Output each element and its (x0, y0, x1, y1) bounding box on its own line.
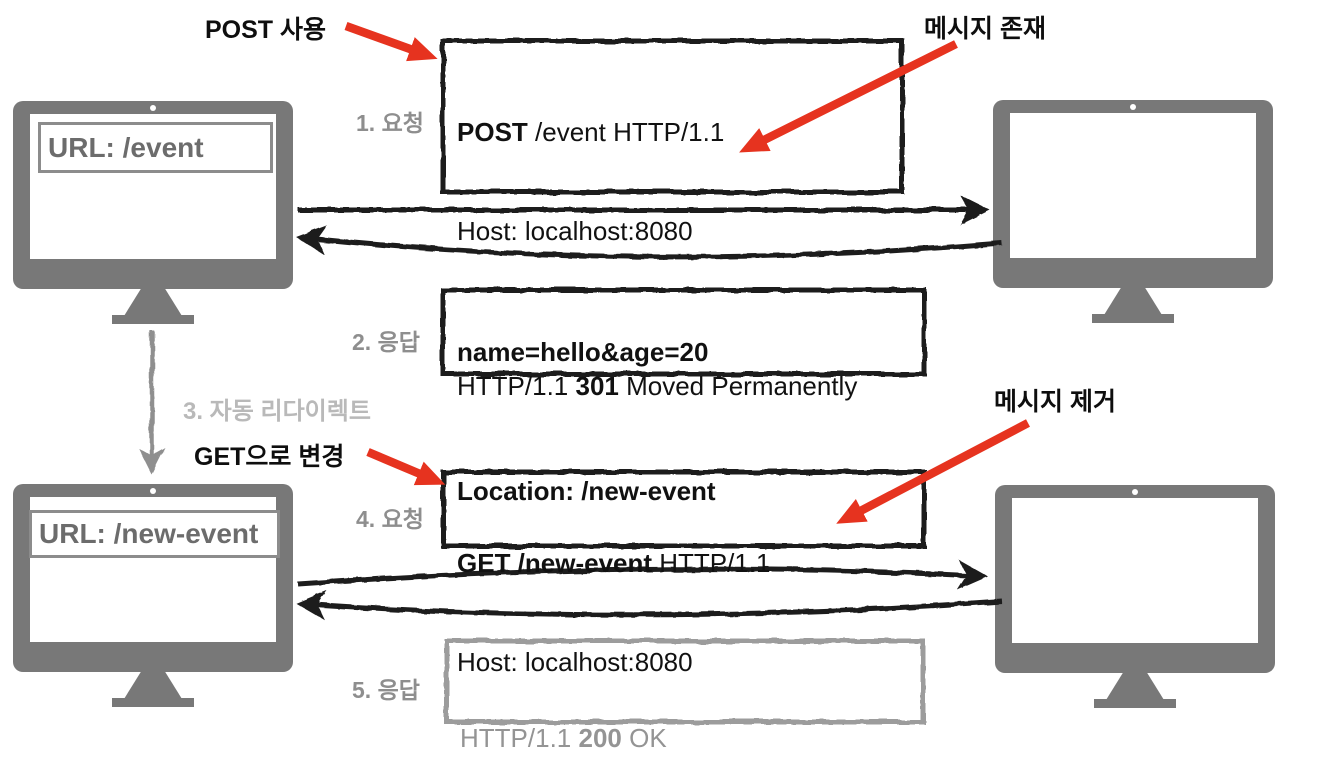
client-monitor-bottom: URL: /new-event (13, 484, 293, 707)
url-bar-event: URL: /event (38, 122, 273, 173)
get-change-arrow (366, 448, 446, 486)
http-request2-box-border (440, 469, 927, 549)
camera-dot-icon (150, 105, 156, 111)
request2-start-line: GET /new-event HTTP/1.1 (457, 548, 771, 578)
response-arrow-top (296, 225, 1003, 260)
step-1-request-label: 1. 요청 (356, 110, 424, 136)
camera-dot-icon (150, 488, 156, 494)
step-5-response-label: 5. 응답 (352, 677, 420, 703)
step-2-response-label: 2. 응답 (352, 329, 420, 355)
request1-body: name=hello&age=20 (457, 337, 709, 367)
label-message-exists: 메시지 존재 (924, 15, 1046, 43)
http-response2-box-border (444, 638, 926, 725)
label-post-usage: POST 사용 (205, 16, 327, 44)
message-exists-arrow (739, 40, 958, 153)
request1-start-line: POST /event HTTP/1.1 (457, 117, 725, 147)
http-request1-box-border (440, 38, 905, 195)
http-request1-text: POST /event HTTP/1.1 Host: localhost:808… (457, 50, 724, 435)
http-response1-box-border (440, 287, 927, 377)
response1-status-line: HTTP/1.1 301 Moved Permanently (457, 371, 858, 401)
post-usage-arrow (344, 21, 438, 62)
url-bar-new-event: URL: /new-event (29, 510, 280, 558)
http-response2-text: HTTP/1.1 200 OK ... (460, 648, 667, 760)
camera-dot-icon (1130, 104, 1136, 110)
response2-status-line: HTTP/1.1 200 OK (460, 723, 667, 753)
server-monitor-bottom (995, 485, 1275, 708)
monitor-base (112, 698, 194, 707)
camera-dot-icon (1132, 489, 1138, 495)
step-3-redirect-label: 3. 자동 리다이렉트 (183, 398, 371, 425)
http-request2-text: GET /new-event HTTP/1.1 Host: localhost:… (457, 481, 771, 745)
monitor-base (1094, 699, 1176, 708)
http-response1-text: HTTP/1.1 301 Moved Permanently Location:… (457, 299, 857, 579)
client-monitor-top: URL: /event (13, 101, 293, 324)
monitor-base (112, 315, 194, 324)
label-message-removed: 메시지 제거 (994, 388, 1116, 416)
request2-host-header: Host: localhost:8080 (457, 647, 693, 677)
label-get-change: GET으로 변경 (194, 443, 345, 471)
step-4-request-label: 4. 요청 (356, 506, 424, 532)
response-arrow-bottom (296, 590, 1003, 621)
server-monitor-bottom-screen (1012, 498, 1258, 643)
monitor-base (1092, 314, 1174, 323)
message-removed-arrow (836, 419, 1030, 524)
response1-location-header: Location: /new-event (457, 476, 716, 506)
server-monitor-top-screen (1010, 113, 1256, 258)
request-arrow-bottom (297, 559, 988, 590)
request1-host-header: Host: localhost:8080 (457, 216, 693, 246)
server-monitor-top (993, 100, 1273, 323)
